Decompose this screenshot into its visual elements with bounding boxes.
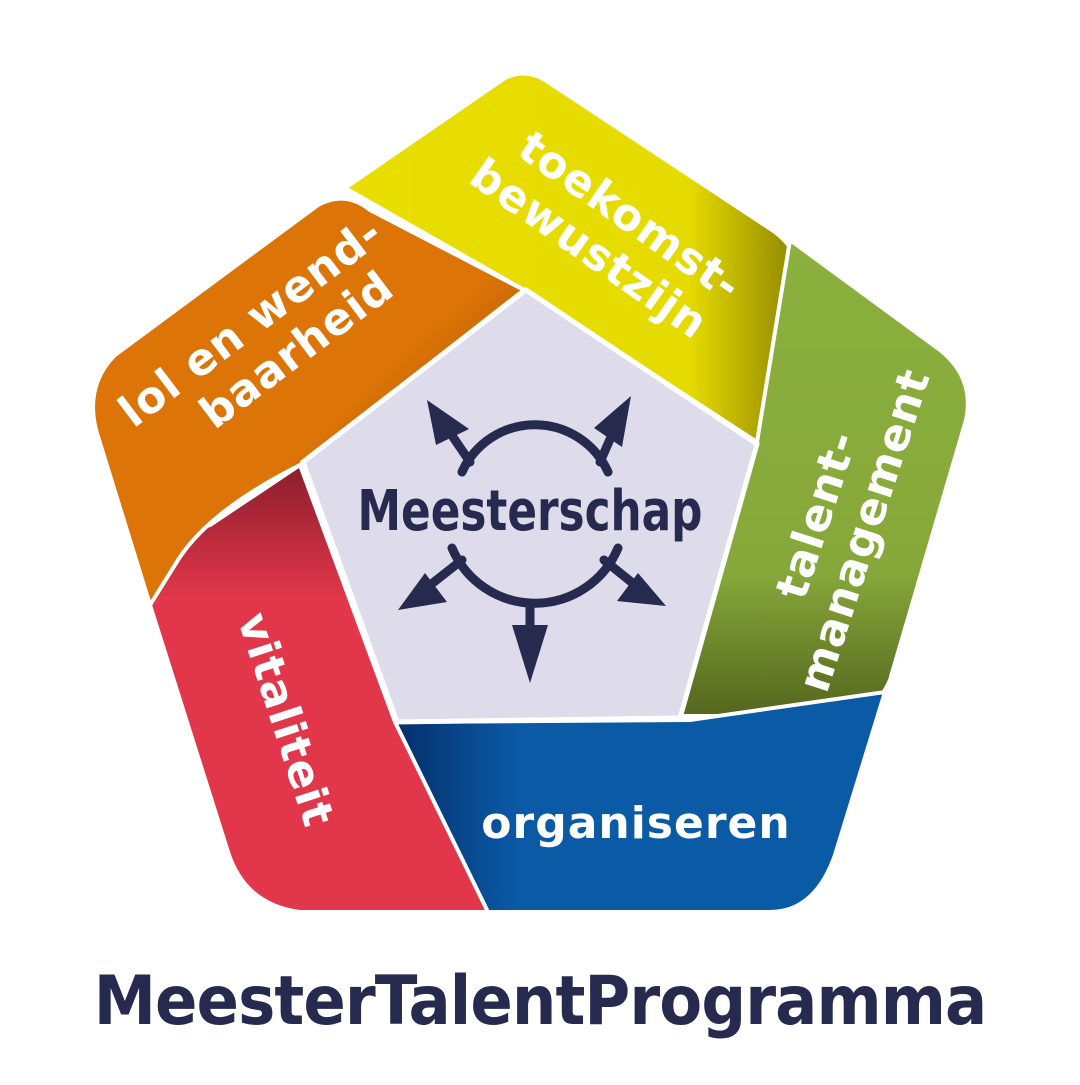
center-pentagon (300, 286, 760, 725)
label-organiseren: organiseren (481, 798, 790, 849)
compass-arrowheads (398, 396, 666, 683)
program-title: MeesterTalentProgramma (93, 962, 987, 1041)
segment-wendbaarheid (91, 196, 528, 610)
center-title: Meesterschap (358, 479, 703, 544)
